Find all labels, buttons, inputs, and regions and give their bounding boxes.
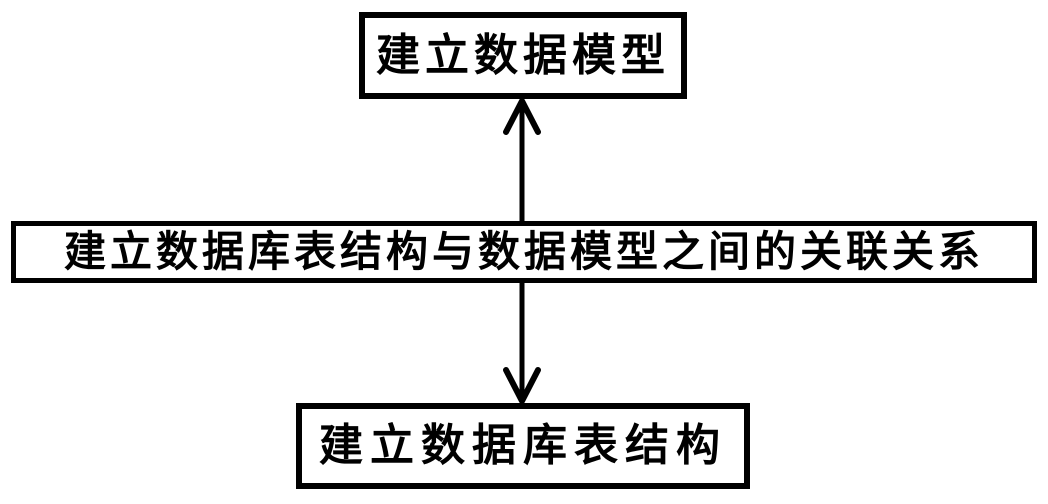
node-build-association-label: 建立数据库表结构与数据模型之间的关联关系 [63,227,984,276]
arrow-down [503,282,541,404]
node-build-data-model: 建立数据模型 [359,12,687,99]
node-build-table-structure: 建立数据库表结构 [296,403,750,489]
node-build-data-model-label: 建立数据模型 [376,29,670,81]
node-build-table-structure-label: 建立数据库表结构 [319,420,727,471]
node-build-association: 建立数据库表结构与数据模型之间的关联关系 [11,221,1037,283]
arrow-up [503,98,541,222]
